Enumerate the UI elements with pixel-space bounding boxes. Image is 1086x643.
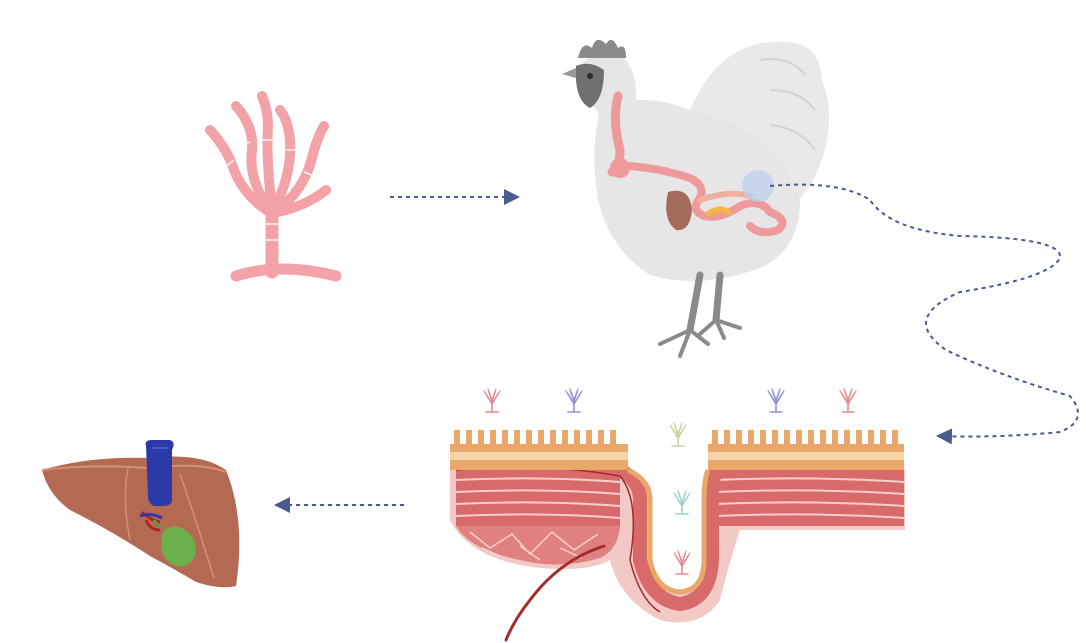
intestine-cross-section-icon (450, 389, 905, 640)
spore-icon (768, 389, 784, 412)
liver-icon (42, 440, 239, 587)
spore-icon (484, 389, 500, 412)
arrow-chicken-to-intestine (770, 185, 1078, 437)
spore-icon (840, 389, 856, 412)
spore-icon (566, 389, 582, 412)
spore-icon (670, 423, 686, 446)
chicken-icon (562, 40, 829, 356)
fungus-hyphae-icon (210, 96, 336, 276)
